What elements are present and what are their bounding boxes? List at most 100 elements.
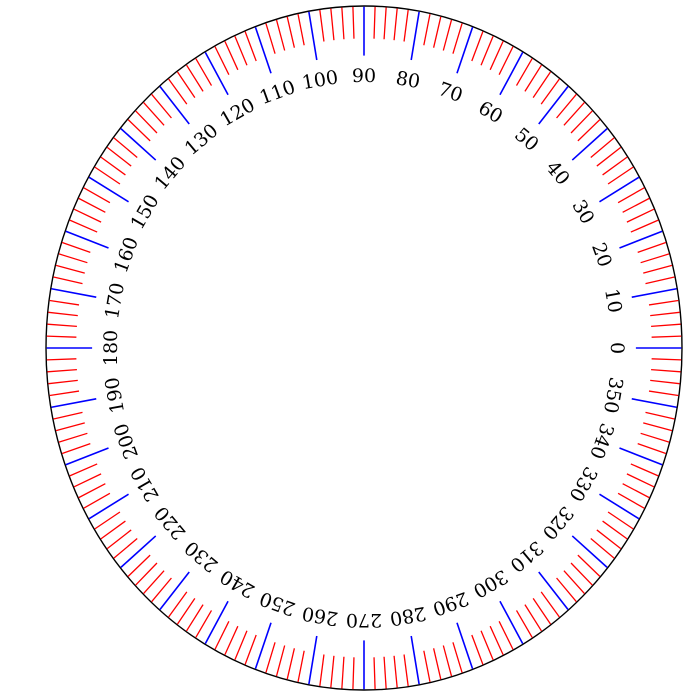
degree-label: 80 (394, 67, 422, 93)
minor-tick (47, 323, 77, 328)
minor-tick (275, 645, 286, 677)
minor-tick (151, 577, 172, 603)
dial-outer-rim (45, 5, 683, 691)
minor-tick (94, 511, 121, 530)
minor-tick (234, 630, 248, 661)
minor-tick (127, 554, 151, 577)
minor-tick (650, 379, 680, 385)
degree-label: 220 (150, 502, 190, 544)
minor-tick (49, 299, 80, 306)
major-tick (159, 86, 190, 125)
minor-tick (127, 119, 151, 142)
major-tick (308, 11, 318, 61)
minor-tick (330, 8, 335, 41)
minor-tick (651, 368, 681, 373)
minor-tick (645, 411, 675, 420)
minor-tick (452, 642, 463, 673)
minor-tick (168, 591, 188, 618)
minor-tick (648, 299, 679, 306)
degree-label: 320 (538, 502, 578, 544)
minor-tick (106, 146, 132, 167)
minor-tick (185, 604, 204, 632)
degree-labels: 0102030405060708090100110120130140150160… (100, 65, 628, 631)
minor-tick (471, 31, 484, 62)
degree-label: 90 (352, 65, 376, 87)
minor-tick (286, 648, 296, 680)
degree-label: 260 (300, 602, 340, 630)
major-tick (51, 287, 97, 299)
minor-tick (622, 197, 650, 213)
minor-tick (596, 529, 622, 550)
minor-tick (185, 64, 204, 92)
minor-tick (265, 23, 276, 54)
degree-label: 350 (599, 375, 627, 415)
degree-label: 120 (216, 94, 258, 131)
minor-tick (48, 311, 78, 317)
degree-label: 280 (388, 602, 428, 630)
minor-tick (540, 591, 560, 618)
degree-label: 300 (469, 565, 511, 602)
minor-tick (524, 604, 543, 632)
degree-label: 180 (100, 330, 122, 366)
minor-tick (352, 6, 355, 39)
minor-tick (341, 656, 345, 689)
major-tick (410, 11, 420, 61)
minor-tick (234, 35, 248, 66)
degree-label: 70 (435, 78, 465, 107)
major-tick (65, 447, 109, 466)
minor-tick (393, 655, 398, 688)
minor-tick (319, 9, 325, 42)
minor-tick (640, 432, 670, 443)
major-tick (120, 535, 157, 568)
minor-tick (58, 253, 88, 264)
degree-label: 100 (300, 66, 340, 94)
minor-tick (563, 102, 585, 126)
minor-tick (640, 253, 670, 264)
minor-tick (442, 19, 453, 51)
minor-tick (532, 71, 552, 98)
minor-tick (423, 14, 431, 46)
major-tick (254, 27, 272, 74)
minor-tick (602, 156, 628, 176)
minor-tick (176, 71, 196, 98)
degree-label: 240 (216, 565, 258, 602)
degree-label: 140 (150, 152, 190, 194)
minor-tick (630, 463, 659, 477)
major-tick (308, 635, 318, 685)
minor-tick (113, 538, 138, 559)
major-tick (631, 397, 677, 409)
minor-tick (83, 492, 111, 509)
minor-tick (297, 14, 305, 46)
major-tick (204, 600, 229, 644)
minor-tick (617, 492, 645, 509)
degree-label: 40 (541, 157, 573, 190)
minor-tick (471, 634, 484, 665)
major-tick (204, 52, 229, 96)
degree-label: 210 (126, 463, 163, 505)
degree-label: 130 (181, 120, 223, 160)
minor-tick (556, 577, 577, 603)
minor-tick (61, 443, 91, 455)
minor-tick (106, 529, 132, 550)
minor-tick (637, 241, 667, 253)
minor-tick (275, 19, 286, 51)
minor-tick (590, 137, 615, 158)
major-tick (599, 176, 640, 203)
minor-tick (297, 650, 305, 682)
minor-tick (46, 358, 77, 361)
minor-tick (577, 554, 601, 577)
minor-tick (94, 166, 121, 185)
degree-label: 10 (600, 287, 626, 315)
minor-tick (480, 630, 494, 661)
minor-tick (570, 110, 593, 134)
minor-tick (577, 119, 601, 142)
minor-tick (423, 650, 431, 682)
minor-tick (480, 35, 494, 66)
minor-tick (135, 562, 158, 586)
minor-tick (403, 654, 409, 687)
degree-label: 250 (257, 587, 299, 620)
minor-tick (498, 620, 514, 650)
minor-tick (244, 634, 257, 665)
degree-label: 0 (606, 342, 628, 354)
